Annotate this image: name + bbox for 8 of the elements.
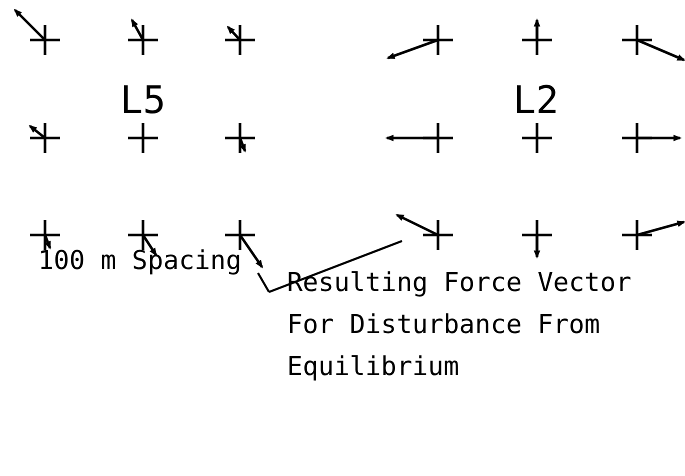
spacing-note: 100 m Spacing bbox=[38, 246, 242, 276]
leader-line bbox=[268, 240, 402, 294]
annotation-text: Resulting Force Vector For Disturbance From Equilibrium bbox=[287, 267, 632, 384]
force-vector bbox=[238, 234, 264, 268]
grid-label: L5 bbox=[120, 78, 166, 122]
grid-label: L2 bbox=[513, 78, 559, 122]
force-vector bbox=[396, 214, 439, 236]
leader-line bbox=[257, 272, 270, 293]
